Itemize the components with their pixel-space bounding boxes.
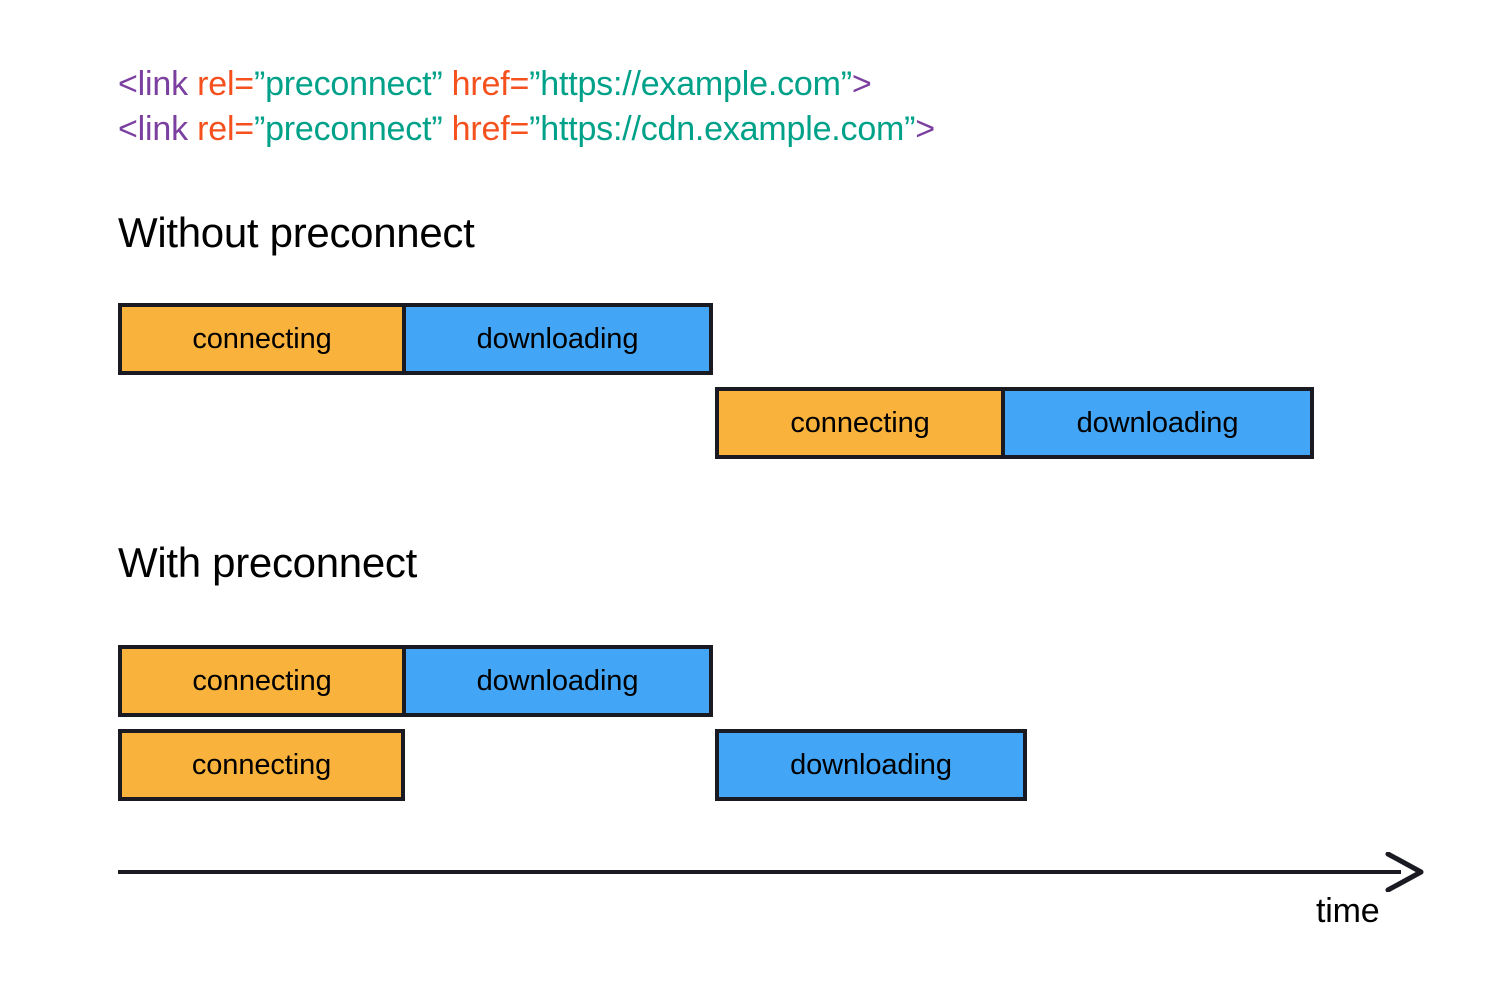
timeline-row-with-request-1: connecting downloading [0,645,1488,717]
bar-segment-downloading: downloading [404,303,713,375]
bar-segment-connecting: connecting [715,387,1003,459]
section-heading-with-preconnect: With preconnect [118,539,417,586]
code-value-token: ”preconnect” [253,110,443,148]
timeline-row-with-request-2: connecting downloading [0,729,1488,801]
bar-segment-connecting: connecting [118,729,405,801]
code-value-token: ”https://example.com” [529,65,852,103]
code-snippet: <link rel=”preconnect” href=”https://exa… [118,62,935,152]
code-line-1: <link rel=”preconnect” href=”https://exa… [118,62,935,107]
code-line-2: <link rel=”preconnect” href=”https://cdn… [118,107,935,152]
code-attribute-token: href= [442,65,530,103]
section-heading-without-preconnect: Without preconnect [118,209,475,256]
code-tag-token: <link [118,110,188,148]
bar-segment-connecting: connecting [118,303,404,375]
code-attribute-token: href= [442,110,530,148]
code-tag-close-token: > [915,110,935,148]
time-axis-arrow [118,852,1424,892]
code-attribute-token: rel= [187,110,254,148]
timeline-row-without-request-1: connecting downloading [0,303,1488,375]
code-tag-close-token: > [851,65,872,103]
code-attribute-token: rel= [187,65,254,103]
code-tag-token: <link [118,65,188,103]
bar-segment-downloading: downloading [715,729,1027,801]
timeline-row-without-request-2: connecting downloading [0,387,1488,459]
time-axis-label: time [1316,892,1380,930]
code-value-token: ”https://cdn.example.com” [529,110,916,148]
code-value-token: ”preconnect” [253,65,443,103]
bar-segment-downloading: downloading [1003,387,1314,459]
bar-segment-connecting: connecting [118,645,404,717]
bar-segment-downloading: downloading [404,645,713,717]
